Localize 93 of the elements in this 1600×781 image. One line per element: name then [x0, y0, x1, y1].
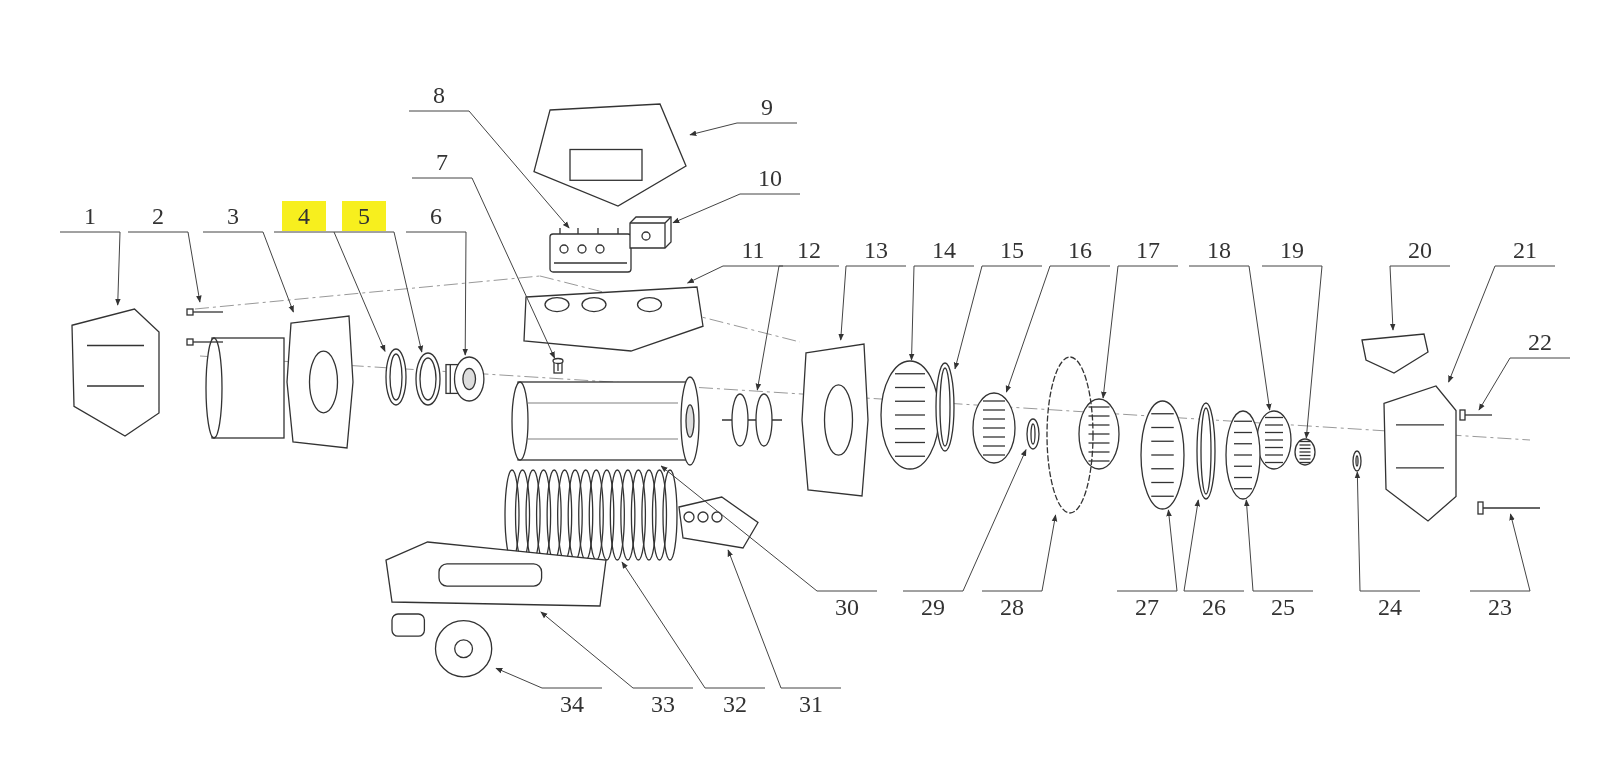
callout-number: 20: [1398, 235, 1442, 265]
callout-number: 7: [420, 147, 464, 177]
cable-coil-drawing: [502, 468, 680, 562]
ring-drawing: [385, 348, 407, 406]
tie-plate-drawing: [520, 283, 705, 355]
callout-number: 1: [68, 201, 112, 231]
leader-line: [411, 177, 556, 359]
washer-drawing: [1026, 418, 1040, 450]
gasket-drawing: [1045, 355, 1095, 515]
pinion-drawing: [1294, 438, 1316, 466]
leader-line: [1448, 265, 1556, 383]
pin-drawing: [552, 358, 564, 373]
callout-number: 14: [922, 235, 966, 265]
ring-drawing: [1196, 402, 1216, 500]
leader-line: [1005, 265, 1111, 393]
bushing-drawing: [444, 355, 486, 403]
drum-drawing: [510, 376, 700, 466]
leader-line: [660, 465, 878, 592]
motor-housing-drawing: [285, 312, 355, 452]
gear-carrier-drawing: [1078, 398, 1120, 470]
callout-number: 33: [641, 689, 685, 719]
callout-number: 21: [1503, 235, 1547, 265]
washer-drawing: [1352, 450, 1362, 472]
callout-number: 34: [550, 689, 594, 719]
leader-line: [540, 611, 694, 689]
leader-line: [1261, 265, 1323, 439]
callout-number: 29: [911, 592, 955, 622]
callout-number: 12: [787, 235, 831, 265]
leader-line: [727, 549, 842, 689]
callout-number: 18: [1197, 235, 1241, 265]
leader-line: [672, 193, 801, 224]
callout-number: 27: [1125, 592, 1169, 622]
callout-number: 3: [211, 201, 255, 231]
leader-line: [495, 667, 603, 689]
leader-line: [408, 110, 570, 229]
callout-number: 13: [854, 235, 898, 265]
leader-line: [908, 265, 975, 361]
callout-number: 19: [1270, 235, 1314, 265]
callout-number: 10: [748, 163, 792, 193]
shaft-drawing: [722, 390, 782, 450]
bolt-drawing: [1478, 502, 1540, 514]
callout-number: 17: [1126, 235, 1170, 265]
callout-number: 5: [342, 201, 386, 231]
leader-line: [333, 231, 424, 353]
callout-number: 9: [745, 92, 789, 122]
callout-number: 6: [414, 201, 458, 231]
leader-line: [981, 514, 1058, 592]
leader-line: [1101, 265, 1179, 399]
leader-line: [1478, 357, 1571, 411]
remote-control-drawing: [675, 495, 760, 550]
leader-line: [1243, 499, 1314, 592]
callout-number: 2: [136, 201, 180, 231]
callout-number: 8: [417, 80, 461, 110]
callout-number: 32: [713, 689, 757, 719]
callout-number: 16: [1058, 235, 1102, 265]
leader-line: [202, 231, 294, 313]
callout-number: 28: [990, 592, 1034, 622]
clutch-knob-drawing: [1358, 330, 1430, 375]
ring-gear-drawing: [1140, 400, 1185, 510]
callout-number: 26: [1192, 592, 1236, 622]
leader-line: [1188, 265, 1272, 411]
leader-line: [59, 231, 121, 306]
leader-line: [621, 561, 766, 689]
callout-number: 30: [825, 592, 869, 622]
callout-number: 25: [1261, 592, 1305, 622]
ring-drawing: [935, 362, 955, 452]
drum-support-drawing: [800, 340, 870, 500]
leader-line: [1389, 265, 1451, 331]
leader-line: [405, 231, 469, 356]
leader-line: [1116, 509, 1178, 592]
callout-number: 4: [282, 201, 326, 231]
leader-line: [953, 265, 1043, 370]
callout-number: 22: [1518, 327, 1562, 357]
leader-line: [273, 231, 386, 352]
callout-number: 11: [731, 235, 775, 265]
leader-line: [755, 265, 840, 391]
ring-drawing: [415, 352, 441, 406]
callout-number: 15: [990, 235, 1034, 265]
leader-line: [838, 265, 907, 341]
leader-line: [1354, 471, 1421, 592]
ring-gear-drawing: [1225, 410, 1261, 500]
callout-number: 24: [1368, 592, 1412, 622]
module-drawing: [628, 215, 673, 250]
leader-line: [1183, 499, 1245, 592]
leader-line: [127, 231, 202, 303]
bolt-drawing: [1460, 410, 1492, 420]
gear-drawing: [972, 392, 1016, 464]
callout-number: 31: [789, 689, 833, 719]
leader-line: [1469, 513, 1531, 592]
leader-line: [689, 122, 798, 136]
leader-line: [902, 449, 1027, 592]
callout-number: 23: [1478, 592, 1522, 622]
ring-gear-drawing: [880, 360, 940, 470]
